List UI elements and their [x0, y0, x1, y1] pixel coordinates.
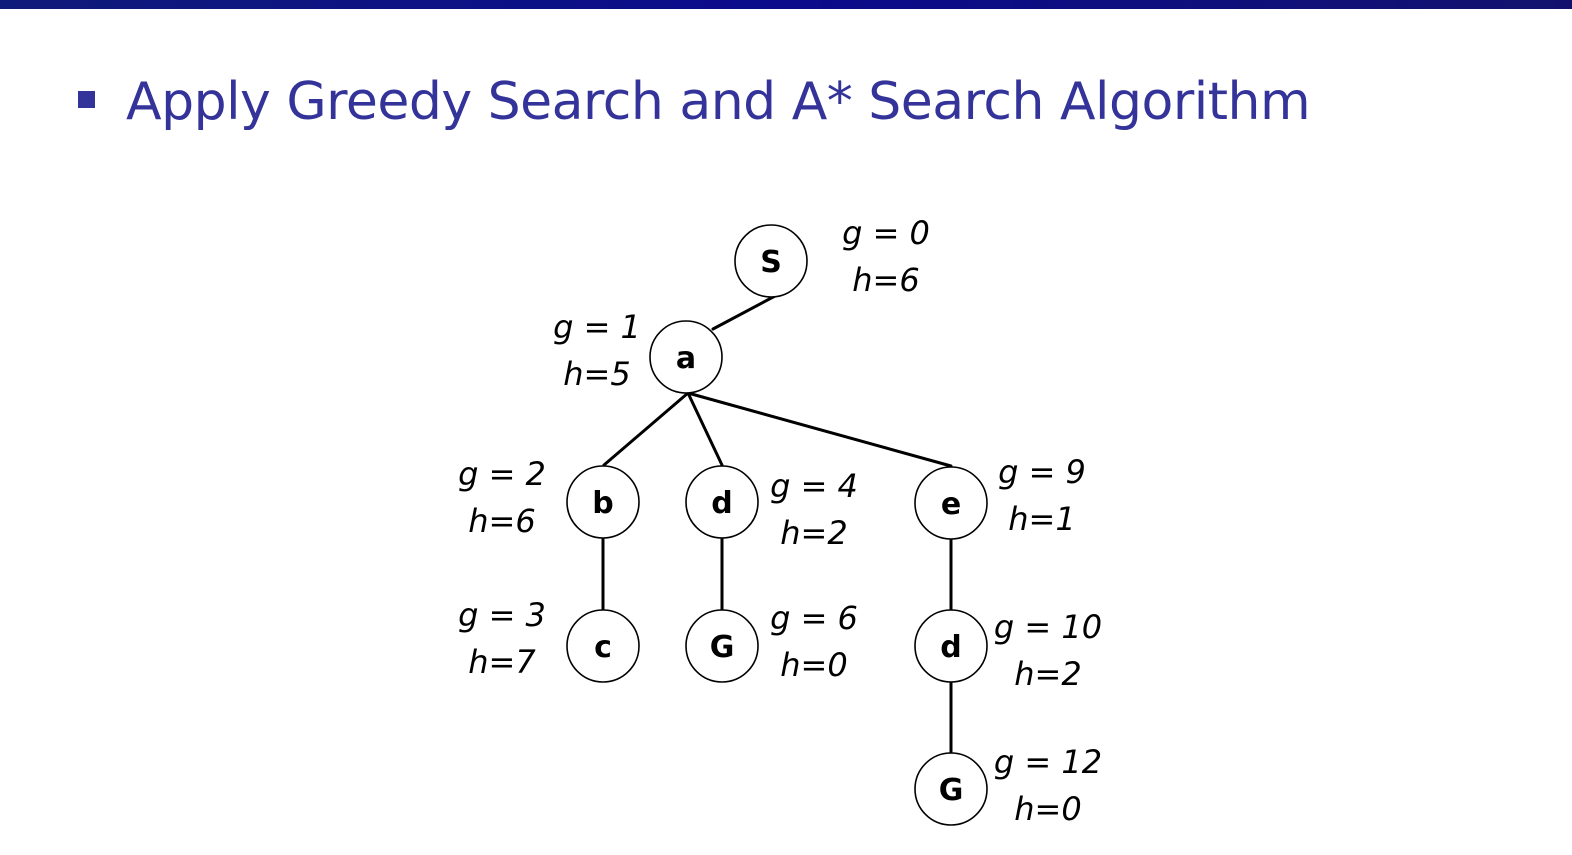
node-S: S	[734, 224, 808, 298]
h-value-label: h=0	[780, 646, 847, 684]
g-value-label: g = 4	[770, 467, 858, 505]
node-circle	[685, 609, 759, 683]
node-label: c	[594, 630, 612, 665]
node-G1: G	[685, 609, 759, 683]
node-label: a	[676, 341, 696, 376]
node-label: b	[592, 486, 613, 521]
node-label: e	[941, 487, 961, 522]
node-circle	[914, 752, 988, 826]
node-d1: d	[685, 465, 759, 539]
h-value-label: h=6	[852, 261, 919, 299]
node-label: G	[710, 630, 735, 665]
node-label: S	[760, 245, 782, 280]
g-value-label: g = 2	[458, 455, 546, 493]
h-value-label: h=2	[780, 514, 847, 552]
node-circle	[649, 320, 723, 394]
slide-title: Apply Greedy Search and A* Search Algori…	[126, 72, 1311, 132]
h-value-label: h=2	[1014, 655, 1081, 693]
h-value-label: h=0	[1014, 790, 1081, 828]
bullet-square-icon	[78, 91, 95, 108]
top-accent-bar	[0, 0, 1572, 9]
edge-S-a	[711, 294, 777, 331]
tree-annotations: g = 0 h=6 g = 1 h=5 g = 2 h=6 g = 4 h=2 g = 9 h=1…	[458, 214, 1102, 828]
node-circle	[566, 609, 640, 683]
node-label: d	[711, 486, 732, 521]
edge-a-d1	[686, 391, 724, 467]
g-value-label: g = 6	[770, 599, 858, 637]
node-circle	[685, 465, 759, 539]
h-value-label: h=5	[563, 355, 630, 393]
node-c: c	[566, 609, 640, 683]
node-circle	[734, 224, 808, 298]
h-value-label: h=6	[468, 502, 535, 540]
node-circle	[914, 609, 988, 683]
g-value-label: g = 0	[842, 214, 930, 252]
h-value-label: h=1	[1008, 500, 1075, 538]
g-value-label: g = 12	[994, 743, 1102, 781]
node-e: e	[914, 466, 988, 540]
node-circle	[566, 465, 640, 539]
g-value-label: g = 1	[553, 308, 641, 346]
edge-a-b	[602, 391, 690, 467]
node-d2: d	[914, 609, 988, 683]
edge-a-e	[686, 391, 953, 468]
node-circle	[914, 466, 988, 540]
g-value-label: g = 9	[998, 453, 1086, 491]
node-label: G	[939, 773, 964, 808]
g-value-label: g = 3	[458, 596, 546, 634]
node-b: b	[566, 465, 640, 539]
tree-edges	[601, 294, 953, 755]
node-G2: G	[914, 752, 988, 826]
g-value-label: g = 10	[994, 608, 1102, 646]
h-value-label: h=7	[468, 643, 536, 681]
node-label: d	[940, 630, 961, 665]
node-a: a	[649, 320, 723, 394]
